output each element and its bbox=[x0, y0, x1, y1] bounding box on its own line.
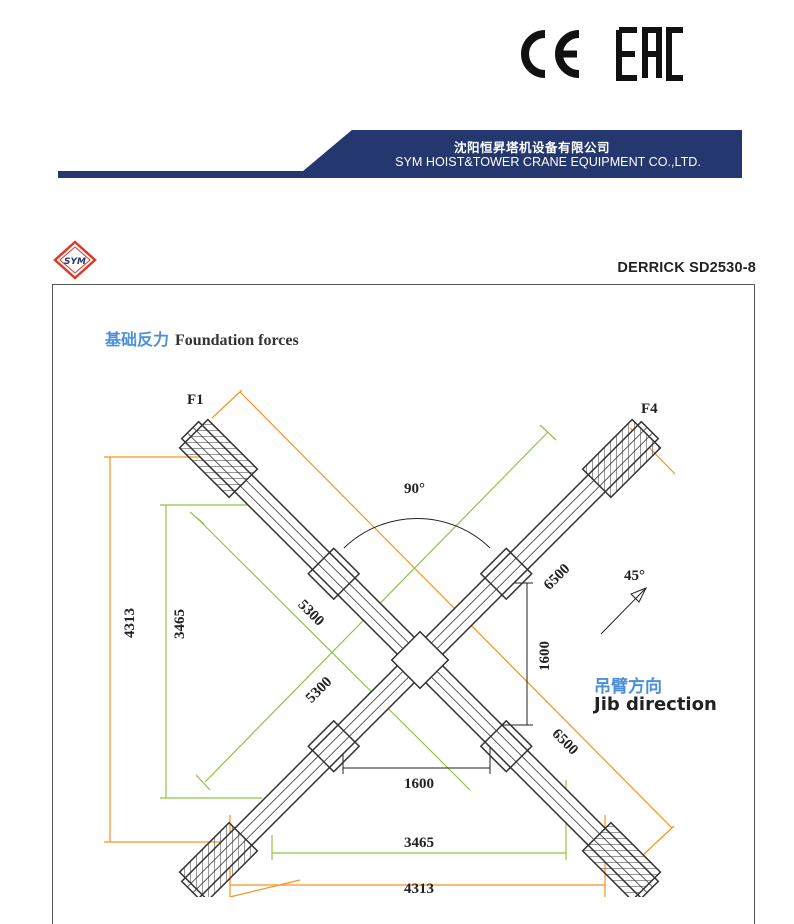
header-band bbox=[58, 130, 742, 178]
jib-direction-en: Jib direction bbox=[594, 694, 717, 715]
ce-mark-icon bbox=[521, 30, 580, 78]
dim-3465-horizontal: 3465 bbox=[404, 835, 434, 851]
dim-5300-a: 5300 bbox=[295, 597, 328, 630]
dim-4313-horizontal: 4313 bbox=[404, 881, 434, 897]
section-title: 基础反力 Foundation forces bbox=[105, 326, 299, 350]
sym-logo: SYM bbox=[53, 240, 97, 280]
label-angle-45: 45° bbox=[624, 568, 645, 584]
company-name-en: SYM HOIST&TOWER CRANE EQUIPMENT CO.,LTD. bbox=[395, 155, 701, 169]
center-plate bbox=[390, 630, 450, 690]
logo-text: SYM bbox=[64, 257, 86, 267]
dim-6500-a: 6500 bbox=[541, 561, 574, 594]
dim-4313-vertical: 4313 bbox=[122, 608, 138, 638]
label-f4: F4 bbox=[641, 401, 658, 417]
eac-mark-icon bbox=[616, 27, 683, 81]
company-name-cn: 沈阳恒昇塔机设备有限公司 bbox=[453, 140, 610, 155]
dim-5300-b: 5300 bbox=[303, 674, 336, 707]
drawing-frame bbox=[52, 284, 755, 924]
section-title-en: Foundation forces bbox=[175, 332, 299, 349]
label-f1: F1 bbox=[187, 392, 204, 408]
certification-marks bbox=[515, 20, 687, 84]
label-angle-90: 90° bbox=[404, 481, 425, 497]
jib-arrow-icon bbox=[630, 587, 648, 603]
jib-direction-cn: 吊臂方向 bbox=[594, 677, 662, 697]
foundation-drawing: F1 F4 90° 45° 4313 3465 5300 5300 6500 6… bbox=[104, 389, 676, 897]
dim-1600-vertical: 1600 bbox=[537, 641, 553, 671]
model-title: DERRICK SD2530-8 bbox=[617, 260, 756, 276]
green-dimension-lines bbox=[160, 424, 567, 860]
dim-1600-horizontal: 1600 bbox=[404, 776, 434, 792]
section-title-cn: 基础反力 bbox=[105, 330, 170, 349]
dim-3465-vertical: 3465 bbox=[172, 609, 188, 639]
